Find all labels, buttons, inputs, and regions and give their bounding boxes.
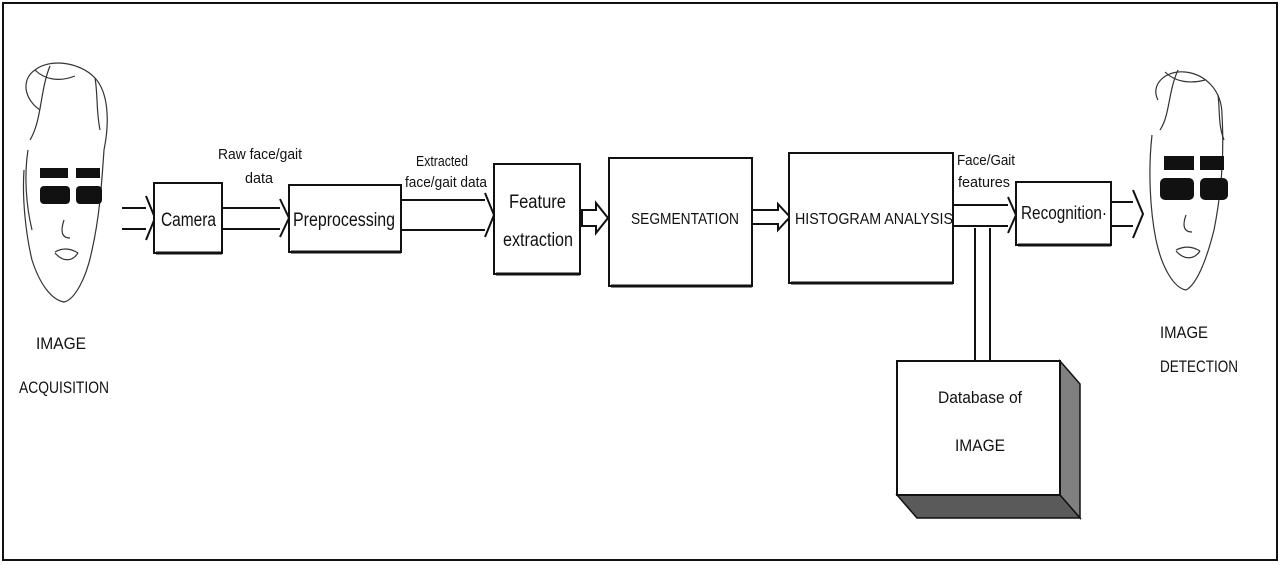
node-feature-label-line1: Feature xyxy=(509,192,566,213)
edge-label-features-line1: Face/Gait xyxy=(957,152,1016,169)
node-segmentation: SEGMENTATION xyxy=(609,158,752,286)
node-segmentation-label: SEGMENTATION xyxy=(631,211,739,228)
node-database: Database of IMAGE xyxy=(897,361,1080,518)
node-histogram-analysis: HISTOGRAM ANALYSIS xyxy=(789,153,953,283)
node-histogram-label: HISTOGRAM ANALYSIS xyxy=(795,211,953,228)
edge-label-raw-line2: data xyxy=(245,170,274,187)
target-face-image xyxy=(1150,70,1228,290)
node-recognition-label: Recognition· xyxy=(1021,203,1107,223)
arrow-preprocessing-to-feature xyxy=(401,193,494,237)
node-feature-extraction: Feature extraction xyxy=(494,164,580,274)
source-label-line1: IMAGE xyxy=(36,334,86,353)
arrow-feature-to-segmentation xyxy=(582,203,608,233)
edge-label-extracted-line1: Extracted xyxy=(416,153,468,170)
arrow-recognition-to-detection xyxy=(1111,190,1143,238)
node-preprocessing-label: Preprocessing xyxy=(293,210,395,231)
target-label-line1: IMAGE xyxy=(1160,323,1208,342)
arrow-segmentation-to-histogram xyxy=(752,204,790,230)
source-face-image xyxy=(23,63,107,302)
node-recognition: Recognition· xyxy=(1016,182,1111,245)
edge-label-extracted-line2: face/gait data xyxy=(405,174,488,191)
edge-label-raw-line1: Raw face/gait xyxy=(218,146,303,163)
source-label-line2: ACQUISITION xyxy=(19,378,109,397)
arrow-histogram-to-recognition xyxy=(953,197,1016,233)
node-database-label-line2: IMAGE xyxy=(955,436,1005,455)
node-database-label-line1: Database of xyxy=(938,388,1022,407)
arrow-camera-to-preprocessing xyxy=(222,199,289,237)
node-camera: Camera xyxy=(154,183,222,253)
node-preprocessing: Preprocessing xyxy=(289,185,401,252)
target-label-line2: DETECTION xyxy=(1160,357,1238,376)
arrow-face-to-camera xyxy=(122,196,155,240)
edge-label-features-line2: features xyxy=(958,174,1010,191)
node-camera-label: Camera xyxy=(161,210,216,231)
arrow-histogram-to-database xyxy=(975,228,990,361)
node-feature-label-line2: extraction xyxy=(503,230,573,251)
